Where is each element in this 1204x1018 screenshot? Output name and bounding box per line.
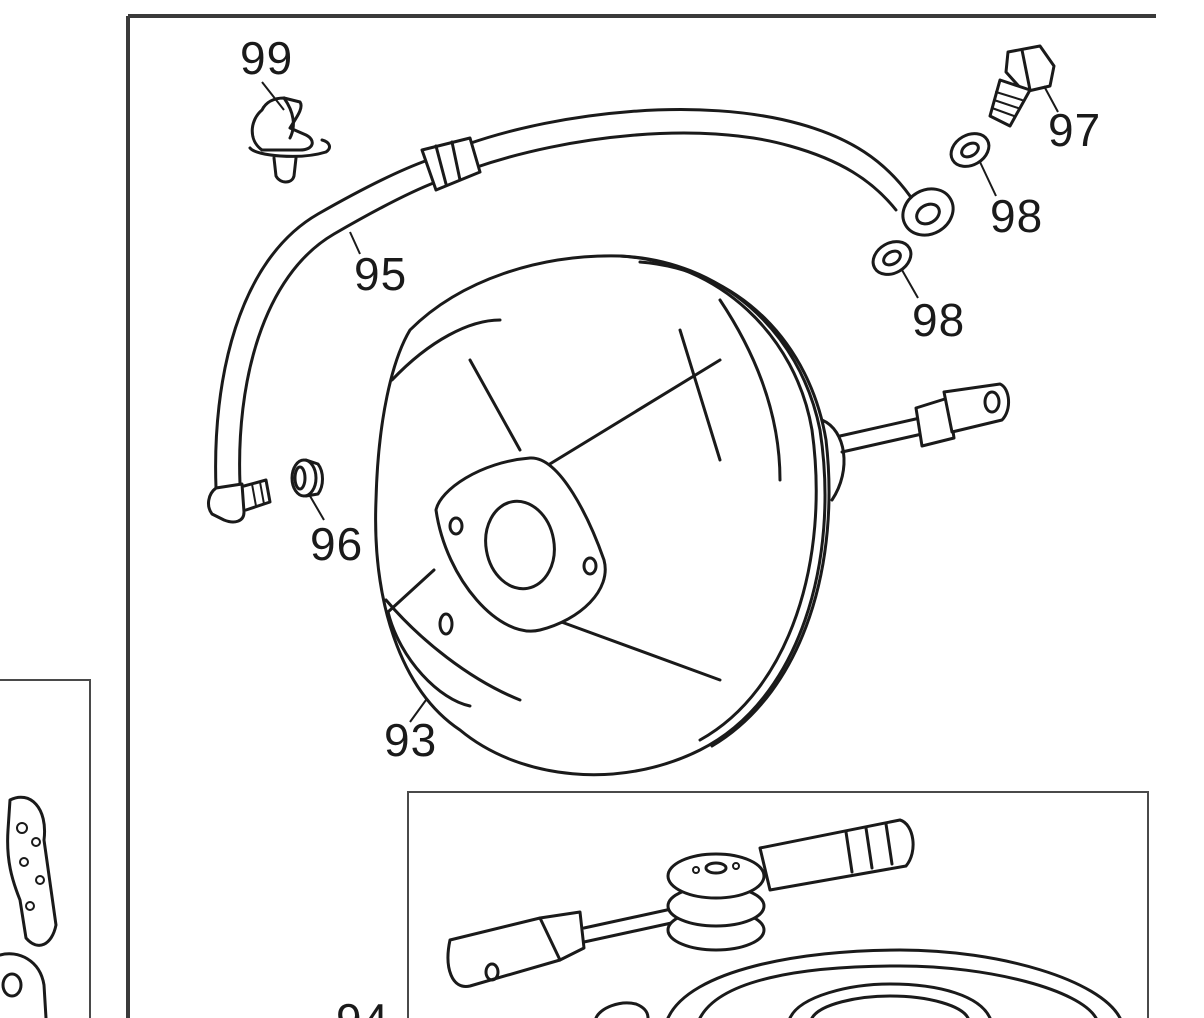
booster-detail (407, 791, 1149, 1018)
left-detail-box (0, 679, 91, 1018)
leader-97 (1043, 85, 1059, 113)
callout-98-upper: 98 (990, 190, 1043, 242)
callout-98-lower: 98 (912, 294, 965, 346)
vacuum-hose (207, 108, 955, 524)
banjo-bolt (988, 44, 1056, 128)
leader-98b (901, 269, 919, 299)
callout-97: 97 (1048, 104, 1101, 156)
brake-booster (374, 254, 1010, 777)
sealing-washer-lower (871, 240, 913, 276)
callout-95: 95 (354, 248, 407, 300)
leader-93 (409, 699, 427, 723)
leader-96 (309, 495, 325, 521)
callout-96: 96 (310, 518, 363, 570)
hose-clip (248, 96, 331, 184)
callout-99: 99 (240, 32, 293, 84)
leader-95 (349, 231, 361, 255)
seal-ring (290, 458, 324, 498)
leader-98a (979, 161, 997, 197)
callout-93: 93 (384, 714, 437, 766)
leader-99 (261, 81, 285, 111)
callout-94: 94 (336, 994, 389, 1018)
sealing-washer-upper (949, 132, 991, 168)
